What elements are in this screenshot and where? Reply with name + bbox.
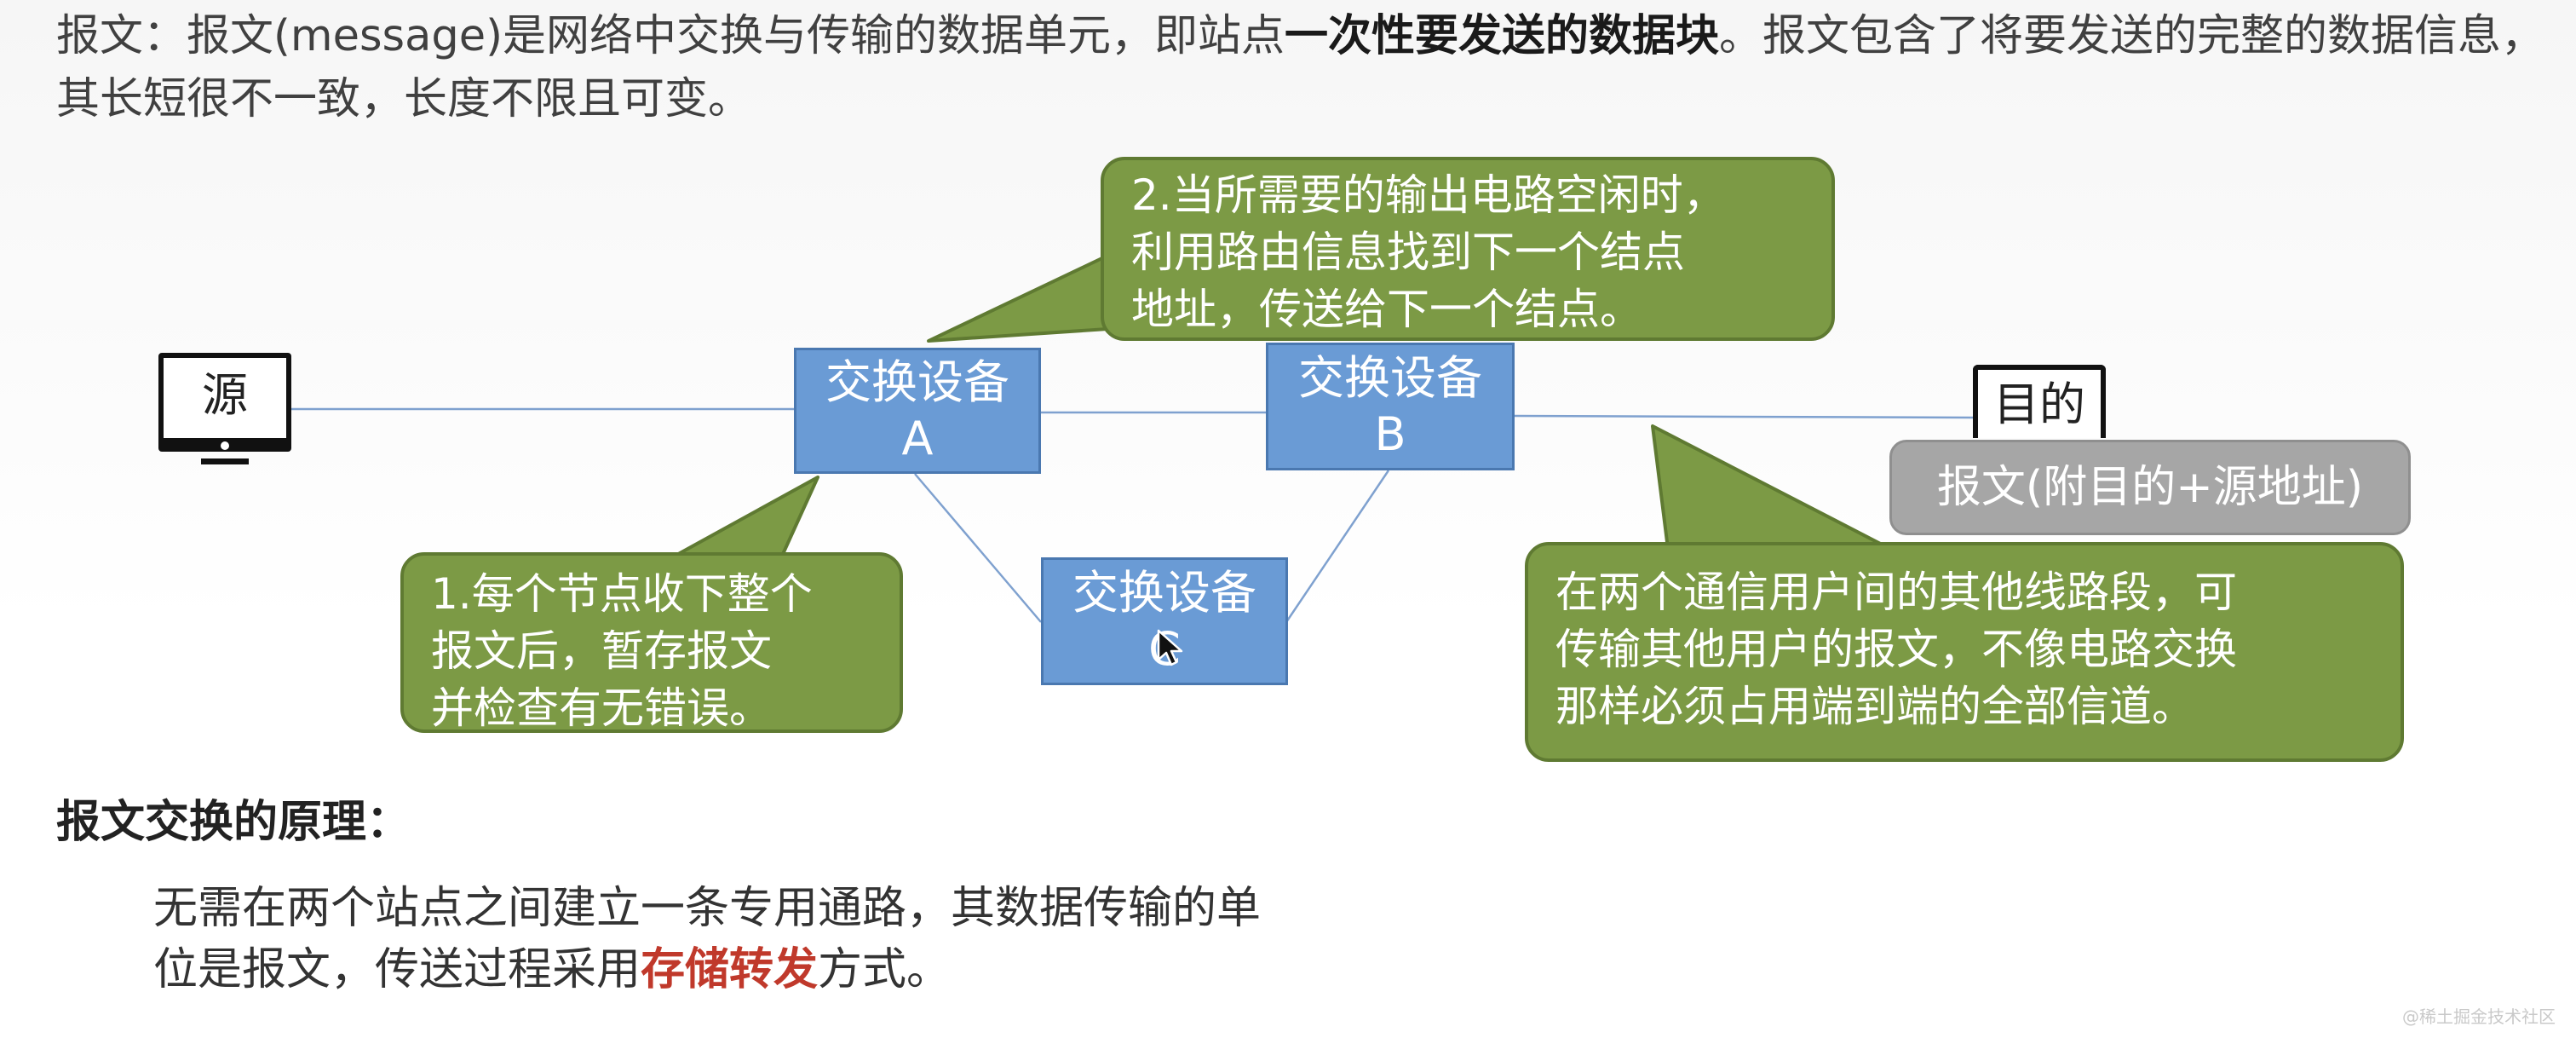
callout-step1: 1.每个节点收下整个 报文后，暂存报文 并检查有无错误。 — [400, 552, 903, 733]
principle-line2: 位是报文，传送过程采用存储转发方式。 — [153, 939, 1482, 1001]
link-b-c — [1285, 470, 1390, 623]
switch-a-name: 交换设备 — [825, 355, 1009, 409]
watermark: @稀土掘金技术社区 — [2402, 1006, 2556, 1027]
switch-b-letter: B — [1374, 407, 1406, 461]
source-computer-icon: 源 — [158, 353, 291, 465]
destination-label: 目的 — [1973, 365, 2106, 438]
callout-step1-line2: 报文后，暂存报文 — [431, 626, 772, 676]
principle-heading: 报文交换的原理： — [56, 797, 411, 848]
callout-step2-line3: 地址，传送给下一个结点。 — [1131, 285, 1642, 334]
principle-line1: 无需在两个站点之间建立一条专用通路，其数据传输的单 — [153, 883, 1262, 934]
switch-a-letter: A — [901, 412, 934, 465]
callout-step2-line1: 2.当所需要的输出电路空闲时， — [1131, 170, 1726, 220]
switch-b: 交换设备 B — [1266, 343, 1515, 470]
mouse-cursor-icon — [1157, 629, 1183, 666]
callout-step1-line1: 1.每个节点收下整个 — [431, 569, 813, 619]
callout-step2-line2: 利用路由信息找到下一个结点 — [1131, 228, 1685, 277]
intro-paragraph: 报文：报文(message)是网络中交换与传输的数据单元，即站点一次性要发送的数… — [56, 5, 2552, 131]
message-tag: 报文(附目的+源地址) — [1889, 440, 2411, 535]
principle-body: 无需在两个站点之间建立一条专用通路，其数据传输的单 位是报文，传送过程采用存储转… — [153, 878, 1482, 1001]
store-and-forward-highlight: 存储转发 — [641, 944, 819, 995]
link-a-c — [914, 473, 1042, 623]
callout-step1-line3: 并检查有无错误。 — [431, 683, 772, 733]
link-b-destination — [1512, 414, 1974, 419]
callout-note-line3: 那样必须占用端到端的全部信道。 — [1555, 682, 2194, 731]
intro-emphasis: 一次性要发送的数据块 — [1285, 11, 1720, 61]
callout-step2: 2.当所需要的输出电路空闲时， 利用路由信息找到下一个结点 地址，传送给下一个结… — [1101, 157, 1835, 341]
callout-note-line1: 在两个通信用户间的其他线路段，可 — [1555, 568, 2237, 617]
intro-text-2: 。报文包含了将要发送的完整的数据信息，其长短很不一致，长度不限且可变。 — [56, 11, 2545, 124]
monitor-stand — [201, 458, 249, 464]
intro-text-1: 报文：报文(message)是网络中交换与传输的数据单元，即站点 — [56, 11, 1285, 61]
switch-a: 交换设备 A — [794, 348, 1041, 474]
callout-note-line2: 传输其他用户的报文，不像电路交换 — [1555, 625, 2237, 674]
power-dot — [221, 441, 229, 450]
principle-line2-start: 位是报文，传送过程采用 — [153, 944, 641, 995]
principle-line2-end: 方式。 — [818, 944, 952, 995]
switch-c: 交换设备 C — [1041, 557, 1288, 685]
switch-b-name: 交换设备 — [1298, 351, 1482, 405]
callout-note: 在两个通信用户间的其他线路段，可 传输其他用户的报文，不像电路交换 那样必须占用… — [1525, 542, 2404, 762]
switch-c-name: 交换设备 — [1072, 566, 1256, 620]
source-label: 源 — [158, 353, 291, 452]
